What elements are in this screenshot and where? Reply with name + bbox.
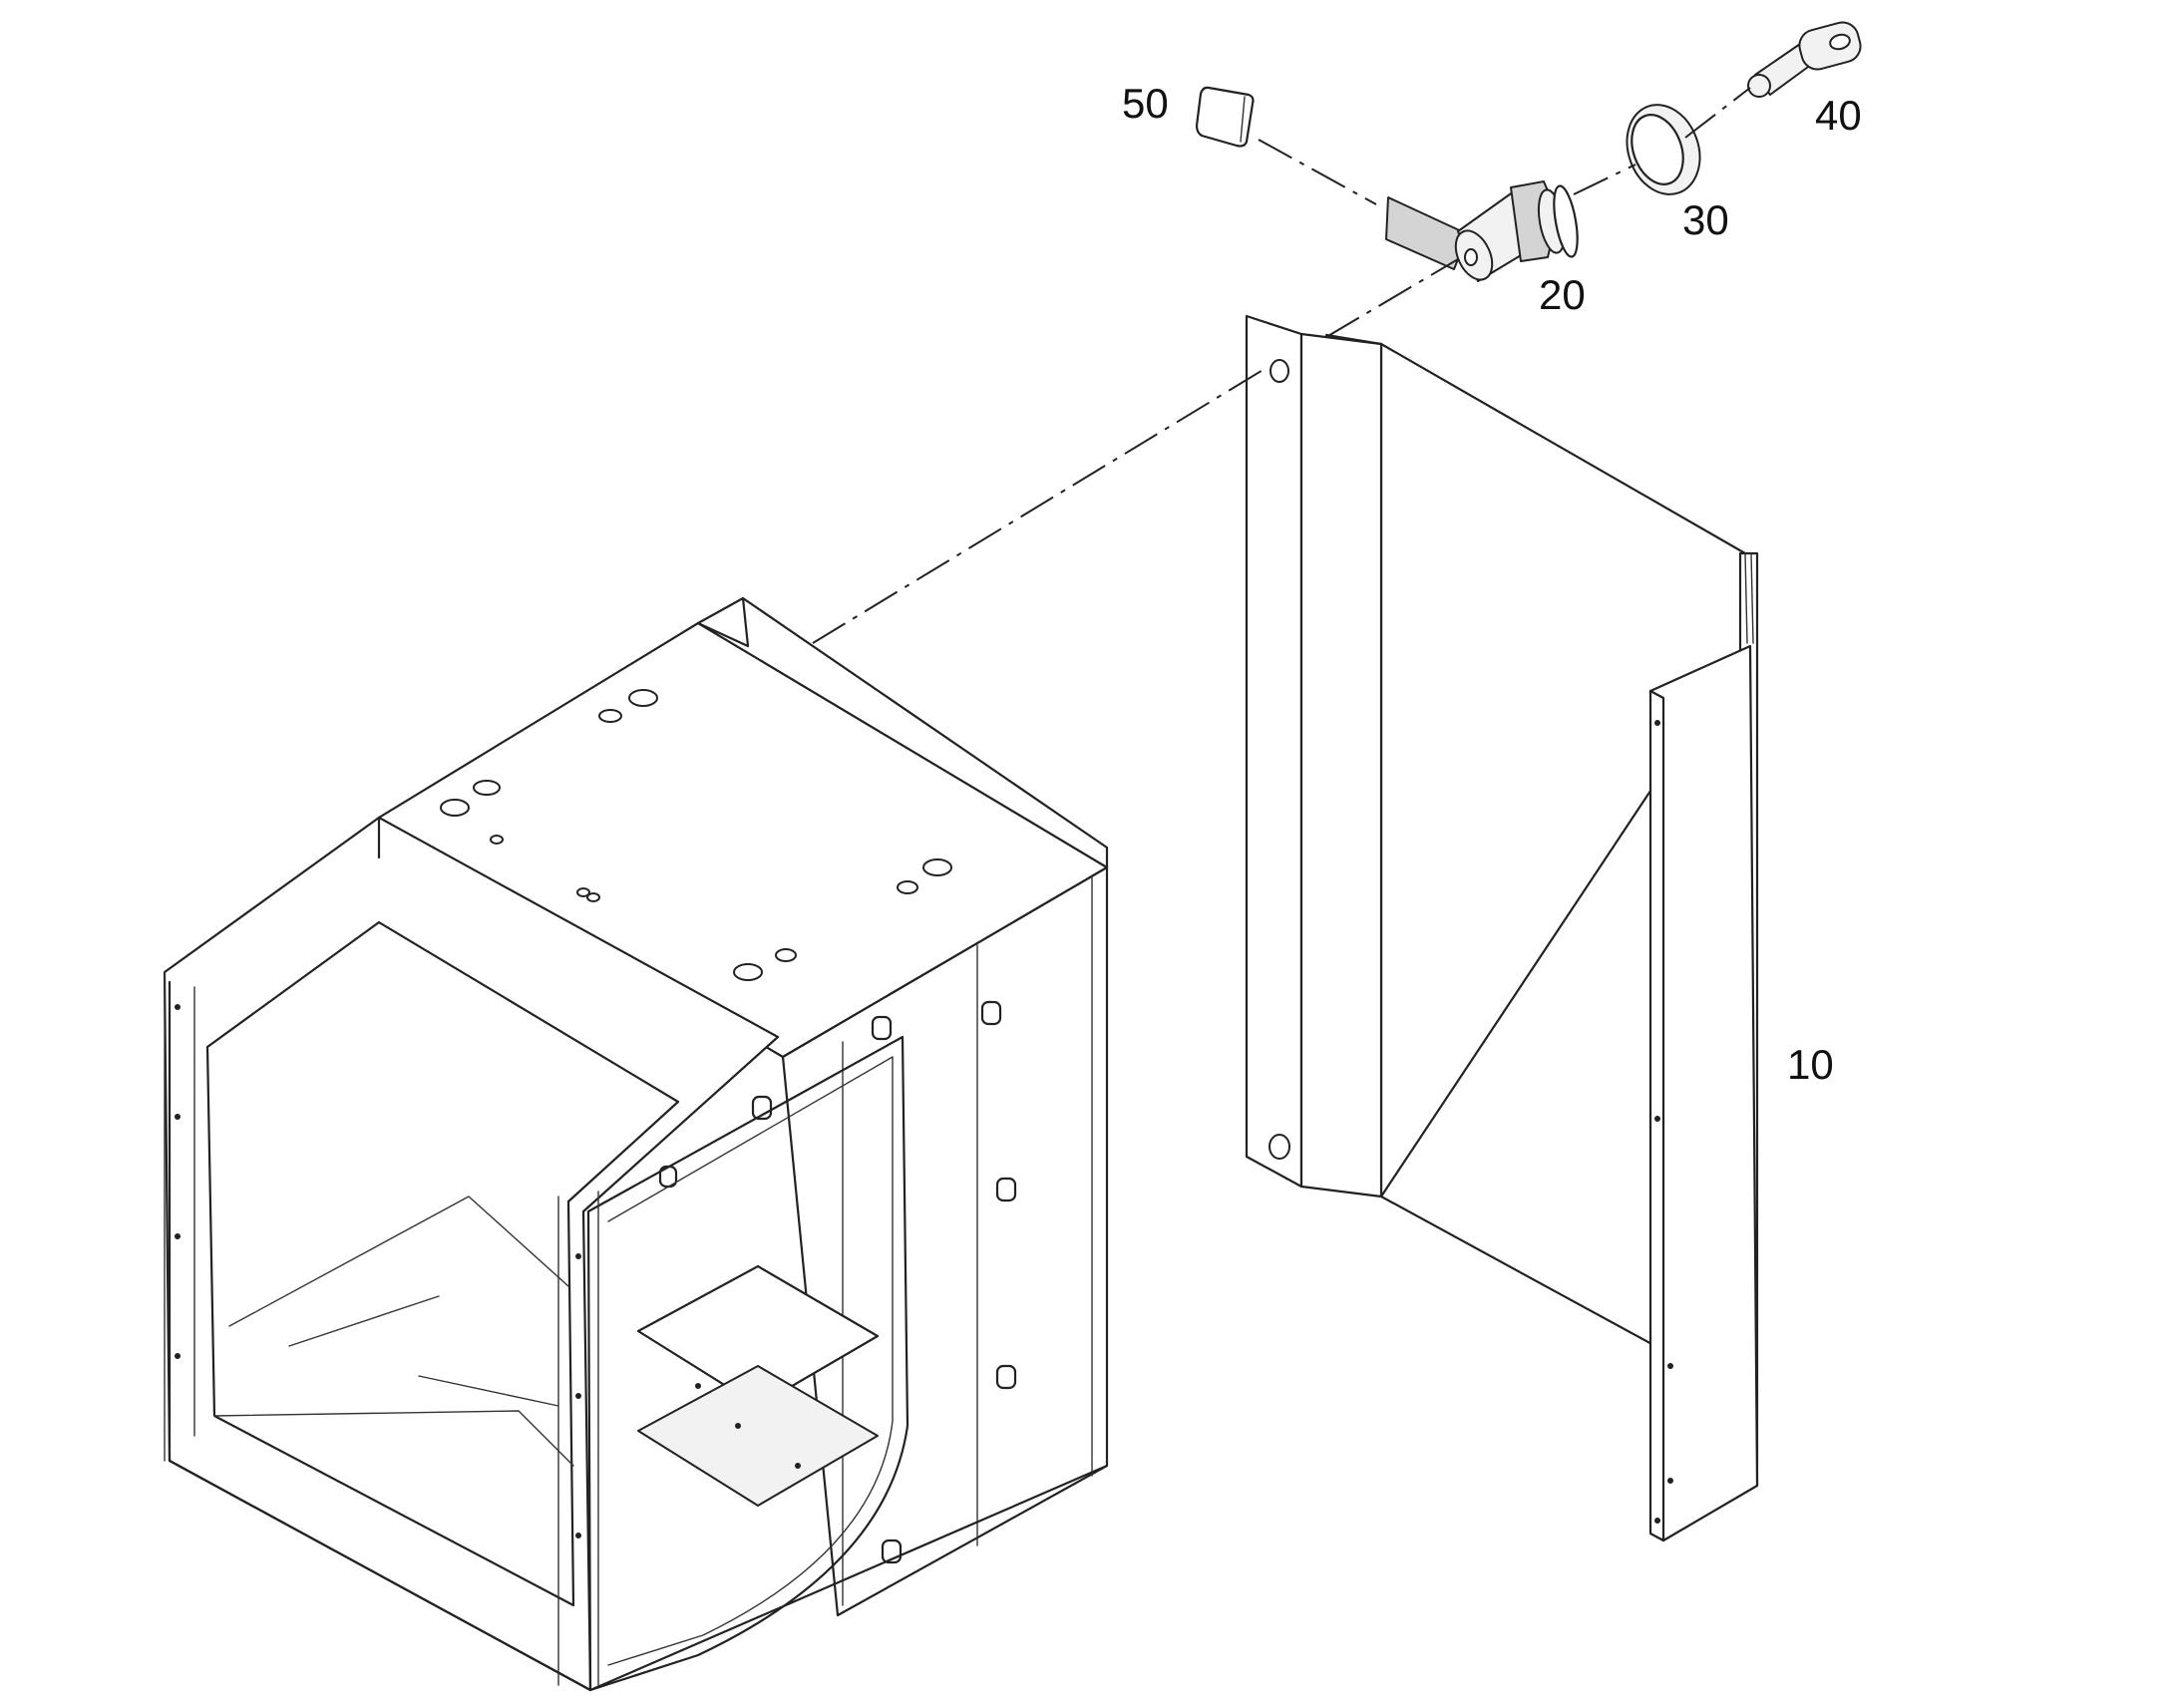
roof-holes <box>440 689 952 981</box>
callout-30: 30 <box>1682 196 1729 243</box>
callout-10: 10 <box>1787 1041 1834 1088</box>
lock-key <box>1747 21 1862 98</box>
cap-plug <box>1195 86 1255 148</box>
cab-frame <box>163 596 1109 1692</box>
cam-lock <box>1385 180 1579 282</box>
panel-bottom-hole <box>1269 1134 1290 1160</box>
ring-washer <box>1626 104 1701 195</box>
side-panel <box>1245 314 1759 1542</box>
frame-rivets <box>175 1004 801 1538</box>
callout-40: 40 <box>1815 92 1862 139</box>
panel-top-hole <box>1270 359 1289 383</box>
callout-50: 50 <box>1122 80 1169 127</box>
side-wall-bosses <box>658 1000 1017 1564</box>
callout-labels: 10 20 30 40 50 <box>1122 80 1862 1088</box>
assembly-lines <box>812 87 1751 644</box>
callout-20: 20 <box>1539 271 1586 318</box>
trim-rivets <box>1654 720 1673 1524</box>
